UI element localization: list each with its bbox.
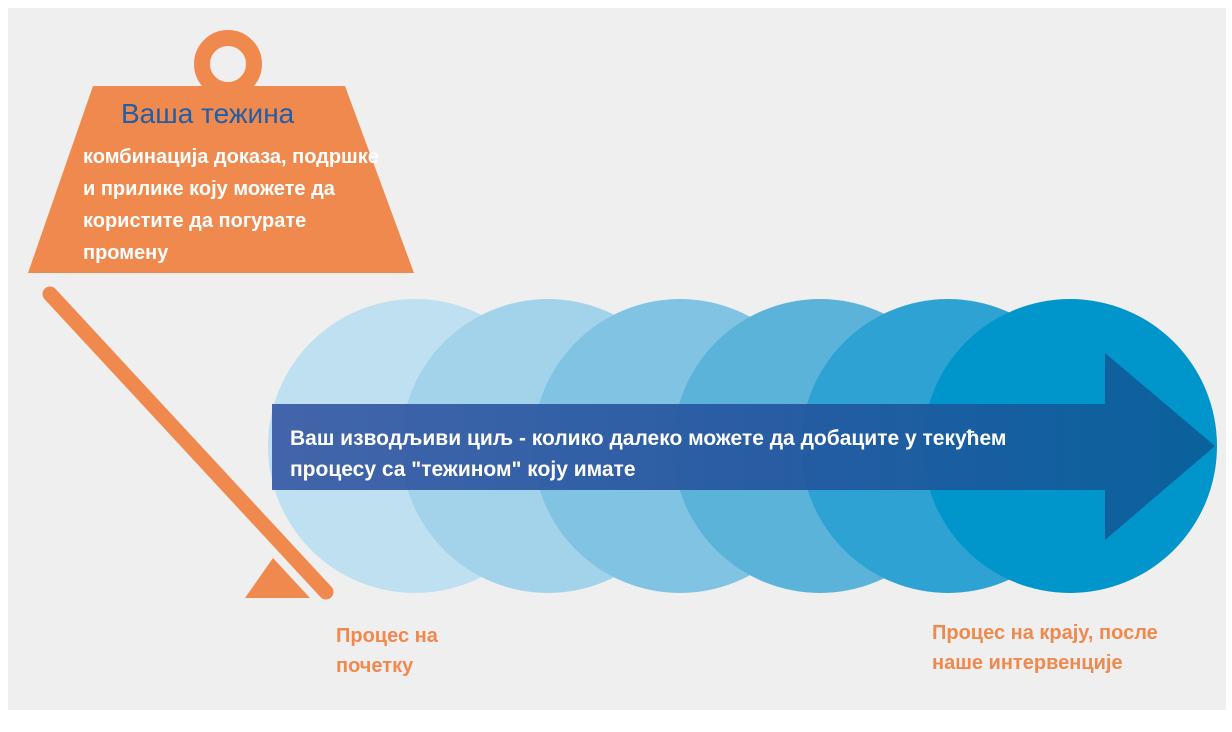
- goal-arrow: [272, 353, 1215, 540]
- weight-description: комбинација доказа, подршке и прилике ко…: [83, 146, 379, 264]
- weight-icon: [28, 86, 414, 273]
- weight-title: Ваша тежина: [121, 98, 295, 129]
- goal-text: Ваш изводљиви циљ - колико далеко можете…: [290, 427, 1007, 481]
- lever-bar: [42, 286, 334, 600]
- process-end-label: Процес на крају, после наше интервенције: [932, 622, 1158, 674]
- process-start-label: Процес на почетку: [336, 625, 438, 677]
- weight-ring-icon: [194, 30, 262, 98]
- fulcrum-triangle: [245, 558, 310, 598]
